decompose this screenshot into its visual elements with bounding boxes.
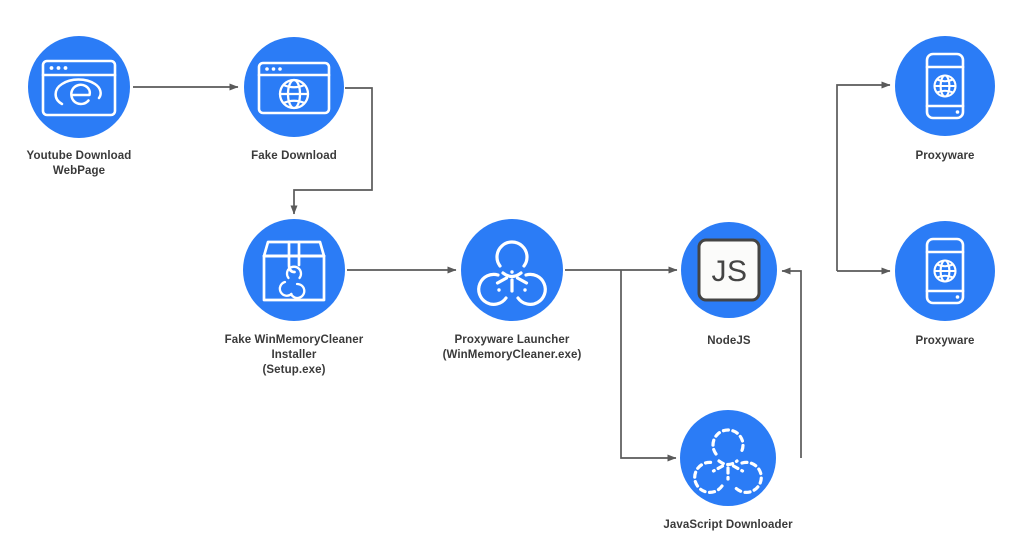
edge-nodejs-to-proxyware-top [836, 81, 891, 271]
node-label-line: Fake Download [251, 150, 337, 162]
node-label-line: JavaScript Downloader [663, 519, 793, 531]
node-fake-winmemorycleaner-installer[interactable]: Fake WinMemoryCleaner Installer (Setup.e… [225, 219, 364, 376]
node-label-line: Installer [271, 349, 316, 361]
edge-layer [133, 81, 891, 462]
node-label-line: Fake WinMemoryCleaner [225, 334, 364, 346]
node-label-line: Youtube Download [27, 150, 132, 162]
edge-jsdownloader-to-nodejs [781, 267, 802, 458]
node-proxyware-top[interactable]: Proxyware [895, 36, 995, 162]
edge-launcher-to-jsdownloader [620, 270, 677, 462]
node-proxyware-bottom[interactable]: Proxyware [895, 221, 995, 347]
node-fake-download[interactable]: Fake Download [244, 37, 344, 162]
node-label-line: Proxyware Launcher [455, 334, 570, 346]
node-youtube-download-webpage[interactable]: Youtube Download WebPage [27, 36, 132, 177]
node-label-line: NodeJS [707, 335, 751, 347]
node-circle [243, 219, 345, 321]
node-label-line: (WinMemoryCleaner.exe) [443, 349, 582, 361]
js-tile-icon [697, 238, 761, 302]
node-nodejs[interactable]: JS NodeJS [681, 222, 777, 347]
node-circle [461, 219, 563, 321]
edge-fakedownload-to-installer [290, 87, 373, 215]
node-label-line: Proxyware [915, 150, 974, 162]
node-label-line: Proxyware [915, 335, 974, 347]
node-label-line: (Setup.exe) [262, 364, 325, 376]
node-javascript-downloader[interactable]: JavaScript Downloader [663, 410, 793, 531]
node-circle [680, 410, 776, 506]
node-proxyware-launcher[interactable]: Proxyware Launcher (WinMemoryCleaner.exe… [443, 219, 582, 361]
js-tile-label: JS [711, 255, 747, 288]
node-label-line: WebPage [53, 165, 105, 177]
